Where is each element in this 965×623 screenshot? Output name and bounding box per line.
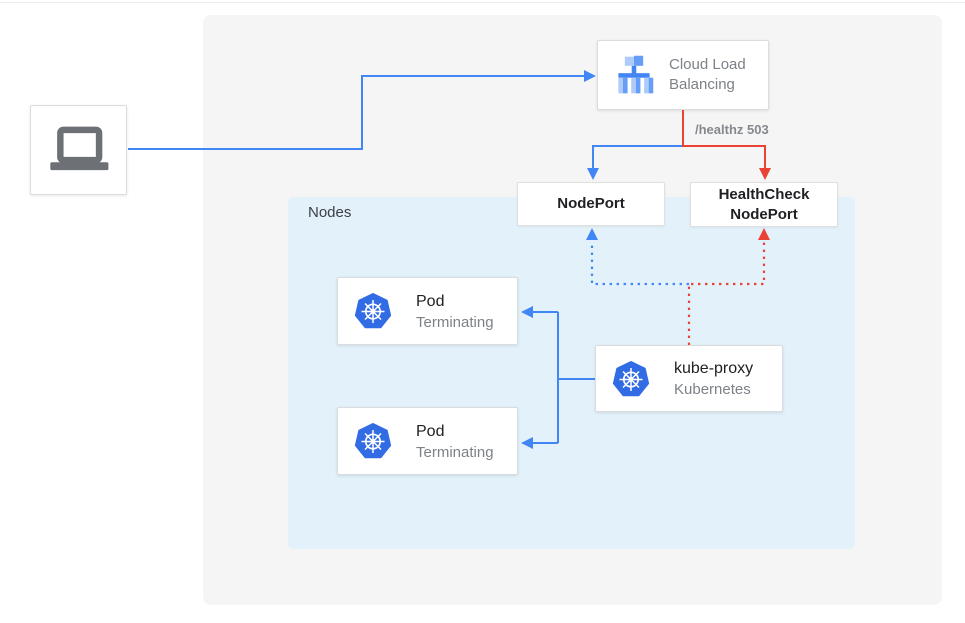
pod-2-title: Pod [416, 422, 445, 440]
laptop-icon [49, 126, 108, 171]
nodeport-label: NodePort [557, 195, 625, 213]
healthcheck-nodeport-node: HealthCheck NodePort [690, 182, 838, 227]
pod-1-status: Terminating [416, 313, 494, 331]
cloud-load-balancing-node: Cloud Load Balancing [597, 40, 769, 110]
client-node [30, 105, 127, 195]
healthz-status-label: /healthz 503 [695, 122, 769, 137]
pod-1-title: Pod [416, 292, 445, 310]
kube-proxy-title: kube-proxy [674, 360, 754, 378]
healthcheck-nodeport-label-line1: HealthCheck [718, 186, 810, 203]
pod-2-status: Terminating [416, 443, 494, 461]
kubernetes-icon [612, 360, 650, 396]
cloud-load-balancing-label: Cloud Load Balancing [669, 55, 746, 93]
kube-proxy-subtitle: Kubernetes [674, 381, 751, 399]
healthcheck-nodeport-label-line2: NodePort [730, 205, 798, 223]
nodes-group-label: Nodes [308, 204, 352, 221]
kubernetes-icon [354, 293, 392, 329]
pod-2-node: Pod Terminating [337, 407, 518, 475]
pod-1-node: Pod Terminating [337, 277, 518, 345]
nodeport-node: NodePort [517, 182, 665, 226]
kubernetes-icon [354, 423, 392, 459]
top-divider [0, 2, 965, 3]
load-balancer-icon [618, 55, 654, 94]
kube-proxy-node: kube-proxy Kubernetes [595, 345, 783, 412]
